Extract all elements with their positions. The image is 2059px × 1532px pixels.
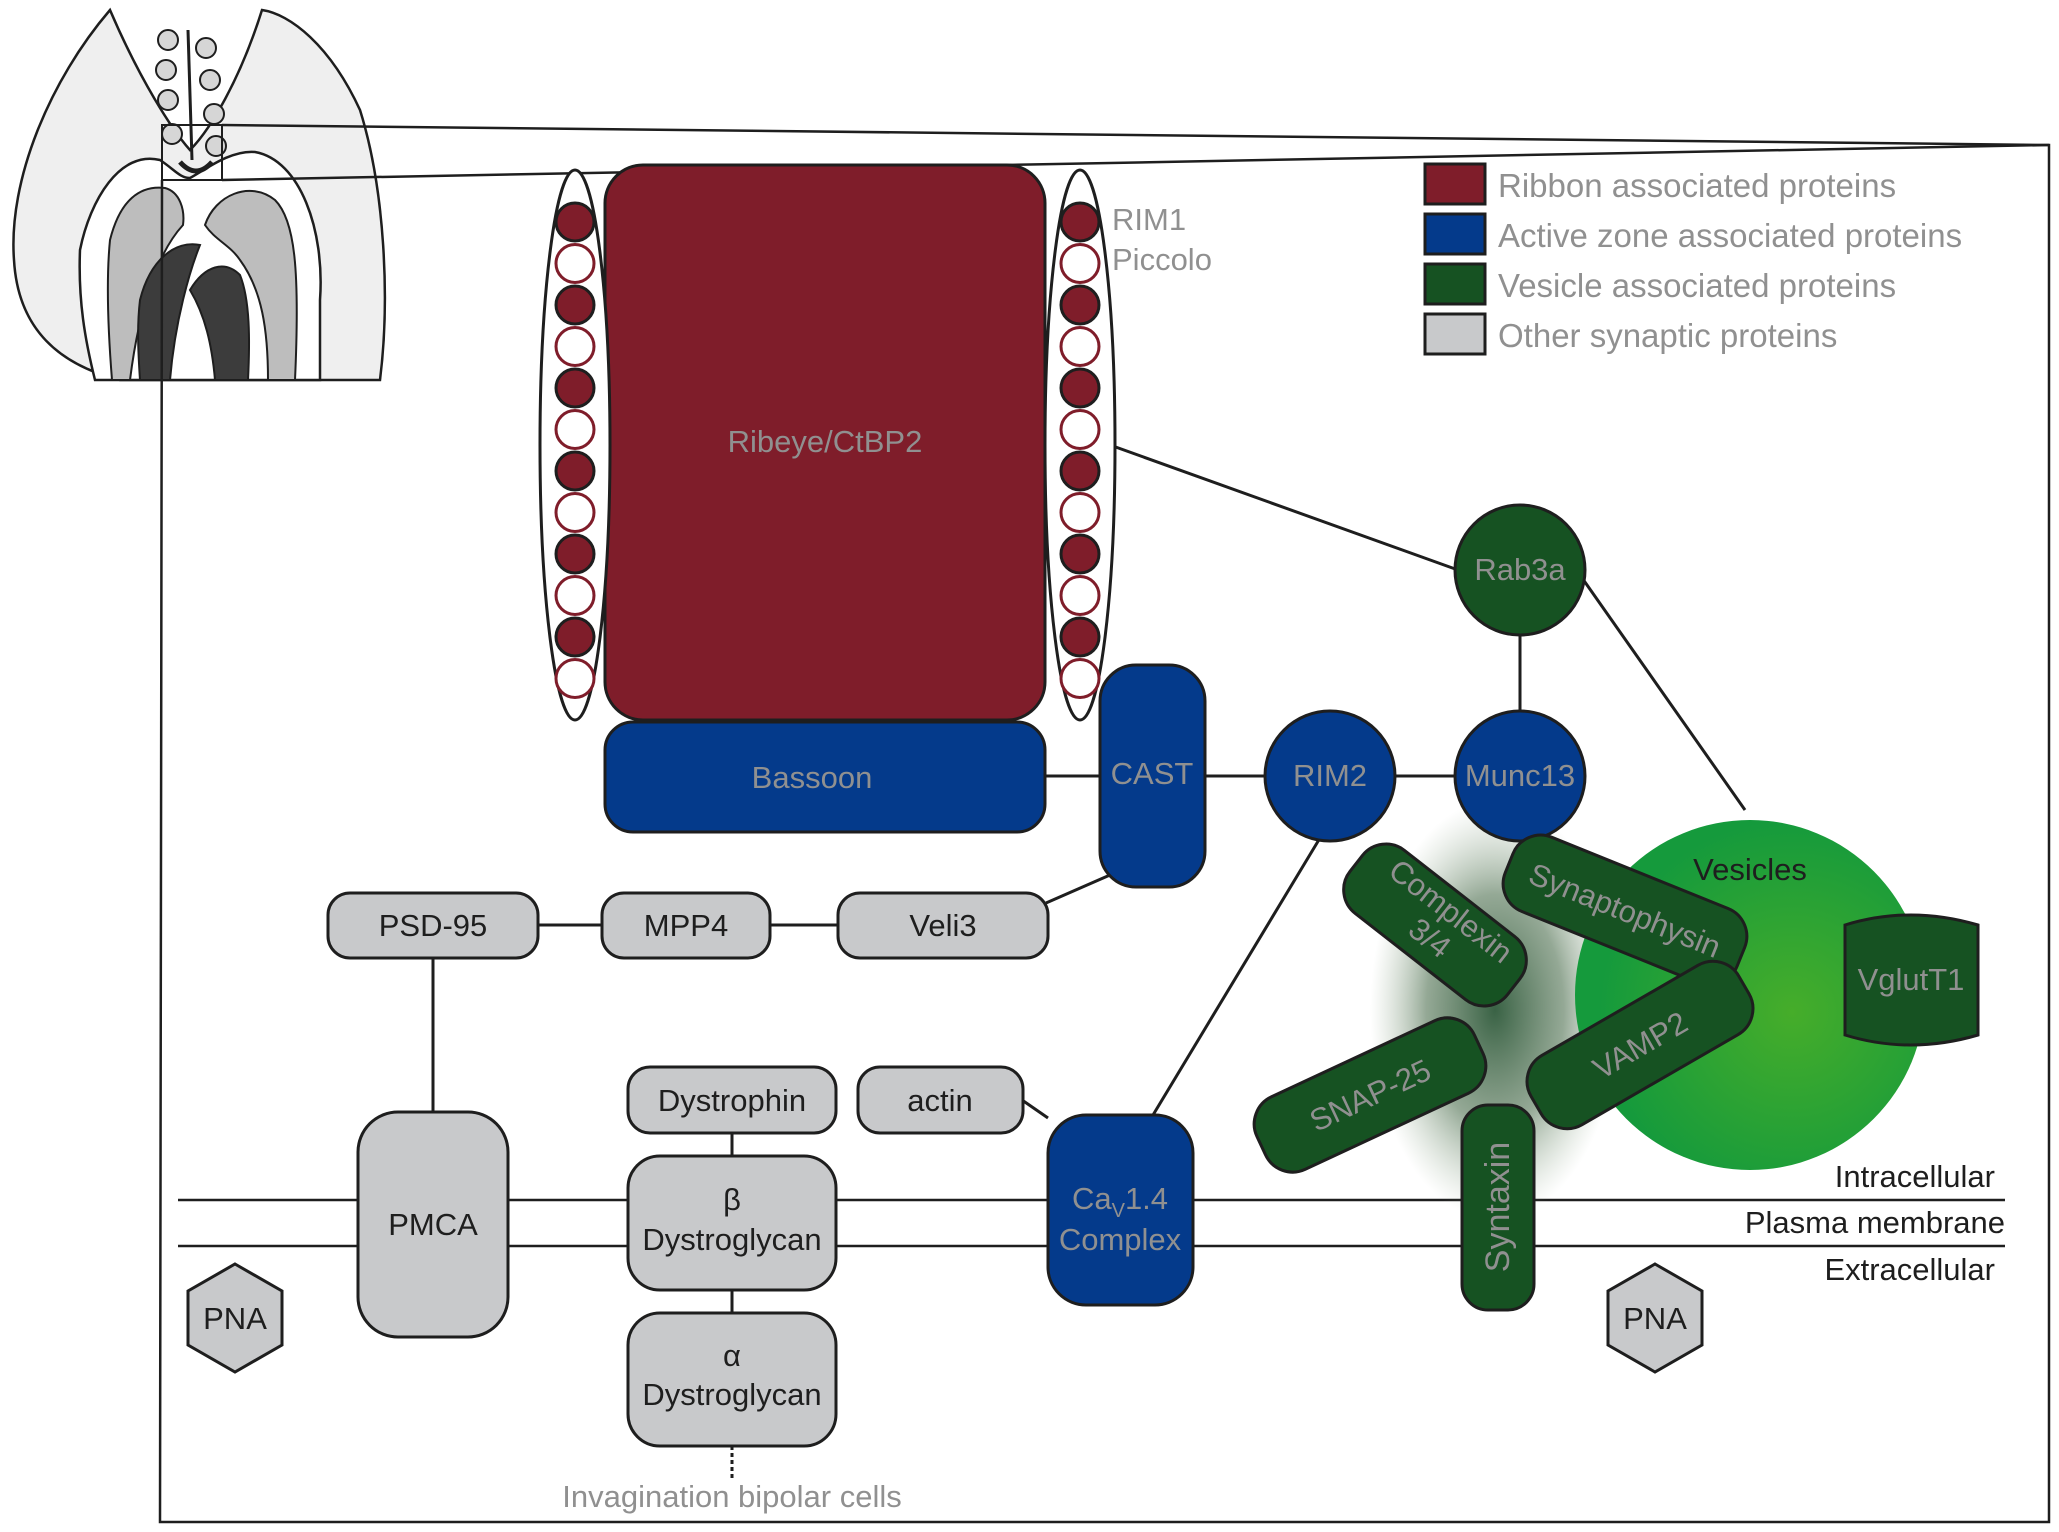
munc13 xyxy=(1453,709,1587,843)
ribbon-beads-right xyxy=(1059,201,1101,699)
beta-dystroglycan xyxy=(626,1154,838,1292)
legend-label-vesicle: Vesicle associated proteins xyxy=(1498,267,1896,304)
pmca-label: PMCA xyxy=(388,1207,478,1242)
snap25 xyxy=(1252,1016,1488,1174)
cav-label-rest: 1.4 xyxy=(1125,1181,1168,1216)
mpp4 xyxy=(600,891,772,960)
pna-left xyxy=(186,1262,284,1374)
piccolo-label: Piccolo xyxy=(1112,242,1212,277)
ribbon-bead-filled xyxy=(1059,284,1101,326)
dystrophin xyxy=(626,1065,838,1135)
legend-label-ribbon: Ribbon associated proteins xyxy=(1498,167,1896,204)
extracellular-label: Extracellular xyxy=(1824,1252,1995,1287)
ribbon-bead-empty xyxy=(1059,575,1101,616)
actin-label: actin xyxy=(907,1083,972,1118)
dystrophin-label: Dystrophin xyxy=(658,1083,806,1118)
ribbon-bead-empty xyxy=(1059,492,1101,533)
rab3a xyxy=(1453,503,1587,637)
legend-swatch-other xyxy=(1423,312,1487,356)
complexin xyxy=(1342,842,1528,1008)
rim2 xyxy=(1263,709,1397,843)
ribbon-bead-empty xyxy=(1059,243,1101,284)
ribbon-bead-filled xyxy=(1059,616,1101,658)
plasma-membrane-label: Plasma membrane xyxy=(1745,1205,2005,1240)
ribbon xyxy=(538,163,1117,722)
vesicles-label: Vesicles xyxy=(1693,852,1807,887)
legend-label-other: Other synaptic proteins xyxy=(1498,317,1837,354)
cav-label-2: Complex xyxy=(1059,1222,1182,1257)
legend-swatch-active-zone xyxy=(1423,212,1487,256)
ribbon-bead-filled xyxy=(554,201,596,243)
cav-complex xyxy=(1046,1113,1195,1307)
ribbon-bead-empty xyxy=(554,243,596,284)
zoom-frame xyxy=(158,123,2051,1524)
vglut1 xyxy=(1843,913,1980,1047)
veli3-label: Veli3 xyxy=(909,908,976,943)
ribeye-label: Ribeye/CtBP2 xyxy=(728,424,923,459)
alpha-dg-label-2: Dystroglycan xyxy=(642,1377,821,1412)
ribbon-bead-empty xyxy=(554,658,596,699)
rim2-label: RIM2 xyxy=(1293,758,1367,793)
ribbon-bead-filled xyxy=(1059,201,1101,243)
beta-dg-label-2: Dystroglycan xyxy=(642,1222,821,1257)
vamp2 xyxy=(1525,959,1755,1131)
synaptophysin xyxy=(1501,833,1749,987)
rim1-label: RIM1 xyxy=(1112,202,1186,237)
terminal-thumbnail xyxy=(12,7,387,382)
mpp4-label: MPP4 xyxy=(644,908,728,943)
ribbon-bead-filled xyxy=(554,616,596,658)
ribbon-bead-filled xyxy=(1059,533,1101,575)
actin xyxy=(856,1065,1025,1135)
cav-label-main: Ca xyxy=(1072,1181,1112,1216)
pmca xyxy=(356,1110,510,1339)
vglut1-label: VglutT1 xyxy=(1858,962,1965,997)
psd95 xyxy=(326,891,540,960)
pna-right-label: PNA xyxy=(1623,1301,1687,1336)
connectors xyxy=(431,443,1747,1480)
ribbon-bead-filled xyxy=(1059,450,1101,492)
bassoon xyxy=(603,720,1047,834)
ribbon-bead-empty xyxy=(1059,409,1101,450)
pna-right xyxy=(1606,1262,1704,1374)
rab3a-label: Rab3a xyxy=(1474,552,1566,587)
psd95-label: PSD-95 xyxy=(379,908,488,943)
ribbon-bead-filled xyxy=(554,284,596,326)
legend-swatch-vesicle xyxy=(1423,262,1487,306)
cav-label-sub: V xyxy=(1112,1200,1126,1222)
ribbon-bead-empty xyxy=(1059,326,1101,367)
legend-swatch-ribbon xyxy=(1423,162,1487,206)
alpha-dg-label-1: α xyxy=(723,1338,741,1373)
veli3 xyxy=(836,891,1050,960)
legend: Ribbon associated proteins Active zone a… xyxy=(1423,162,1962,356)
cast xyxy=(1098,663,1207,889)
invagination-label: Invagination bipolar cells xyxy=(562,1479,902,1514)
ribbon-bead-filled xyxy=(554,450,596,492)
legend-label-active-zone: Active zone associated proteins xyxy=(1498,217,1962,254)
intracellular-label: Intracellular xyxy=(1835,1159,1995,1194)
ribbon-bead-filled xyxy=(1059,367,1101,409)
ribbon-bead-empty xyxy=(554,326,596,367)
ribbon-bead-filled xyxy=(554,533,596,575)
syntaxin-label: Syntaxin xyxy=(1479,1142,1517,1272)
ribbon-bead-empty xyxy=(1059,658,1101,699)
pna-left-label: PNA xyxy=(203,1301,267,1336)
alpha-dystroglycan xyxy=(626,1311,838,1448)
ribbon-bead-empty xyxy=(554,575,596,616)
beta-dg-label-1: β xyxy=(723,1182,741,1217)
munc13-label: Munc13 xyxy=(1465,758,1575,793)
syntaxin xyxy=(1460,1103,1536,1312)
ribbon-bead-empty xyxy=(554,492,596,533)
bassoon-label: Bassoon xyxy=(752,760,873,795)
ribbon-bead-empty xyxy=(554,409,596,450)
cast-label: CAST xyxy=(1111,756,1194,791)
cav-label-1: CaV1.4 xyxy=(1072,1181,1168,1222)
ribbon-beads-left xyxy=(554,201,596,699)
ribbon-bead-filled xyxy=(554,367,596,409)
